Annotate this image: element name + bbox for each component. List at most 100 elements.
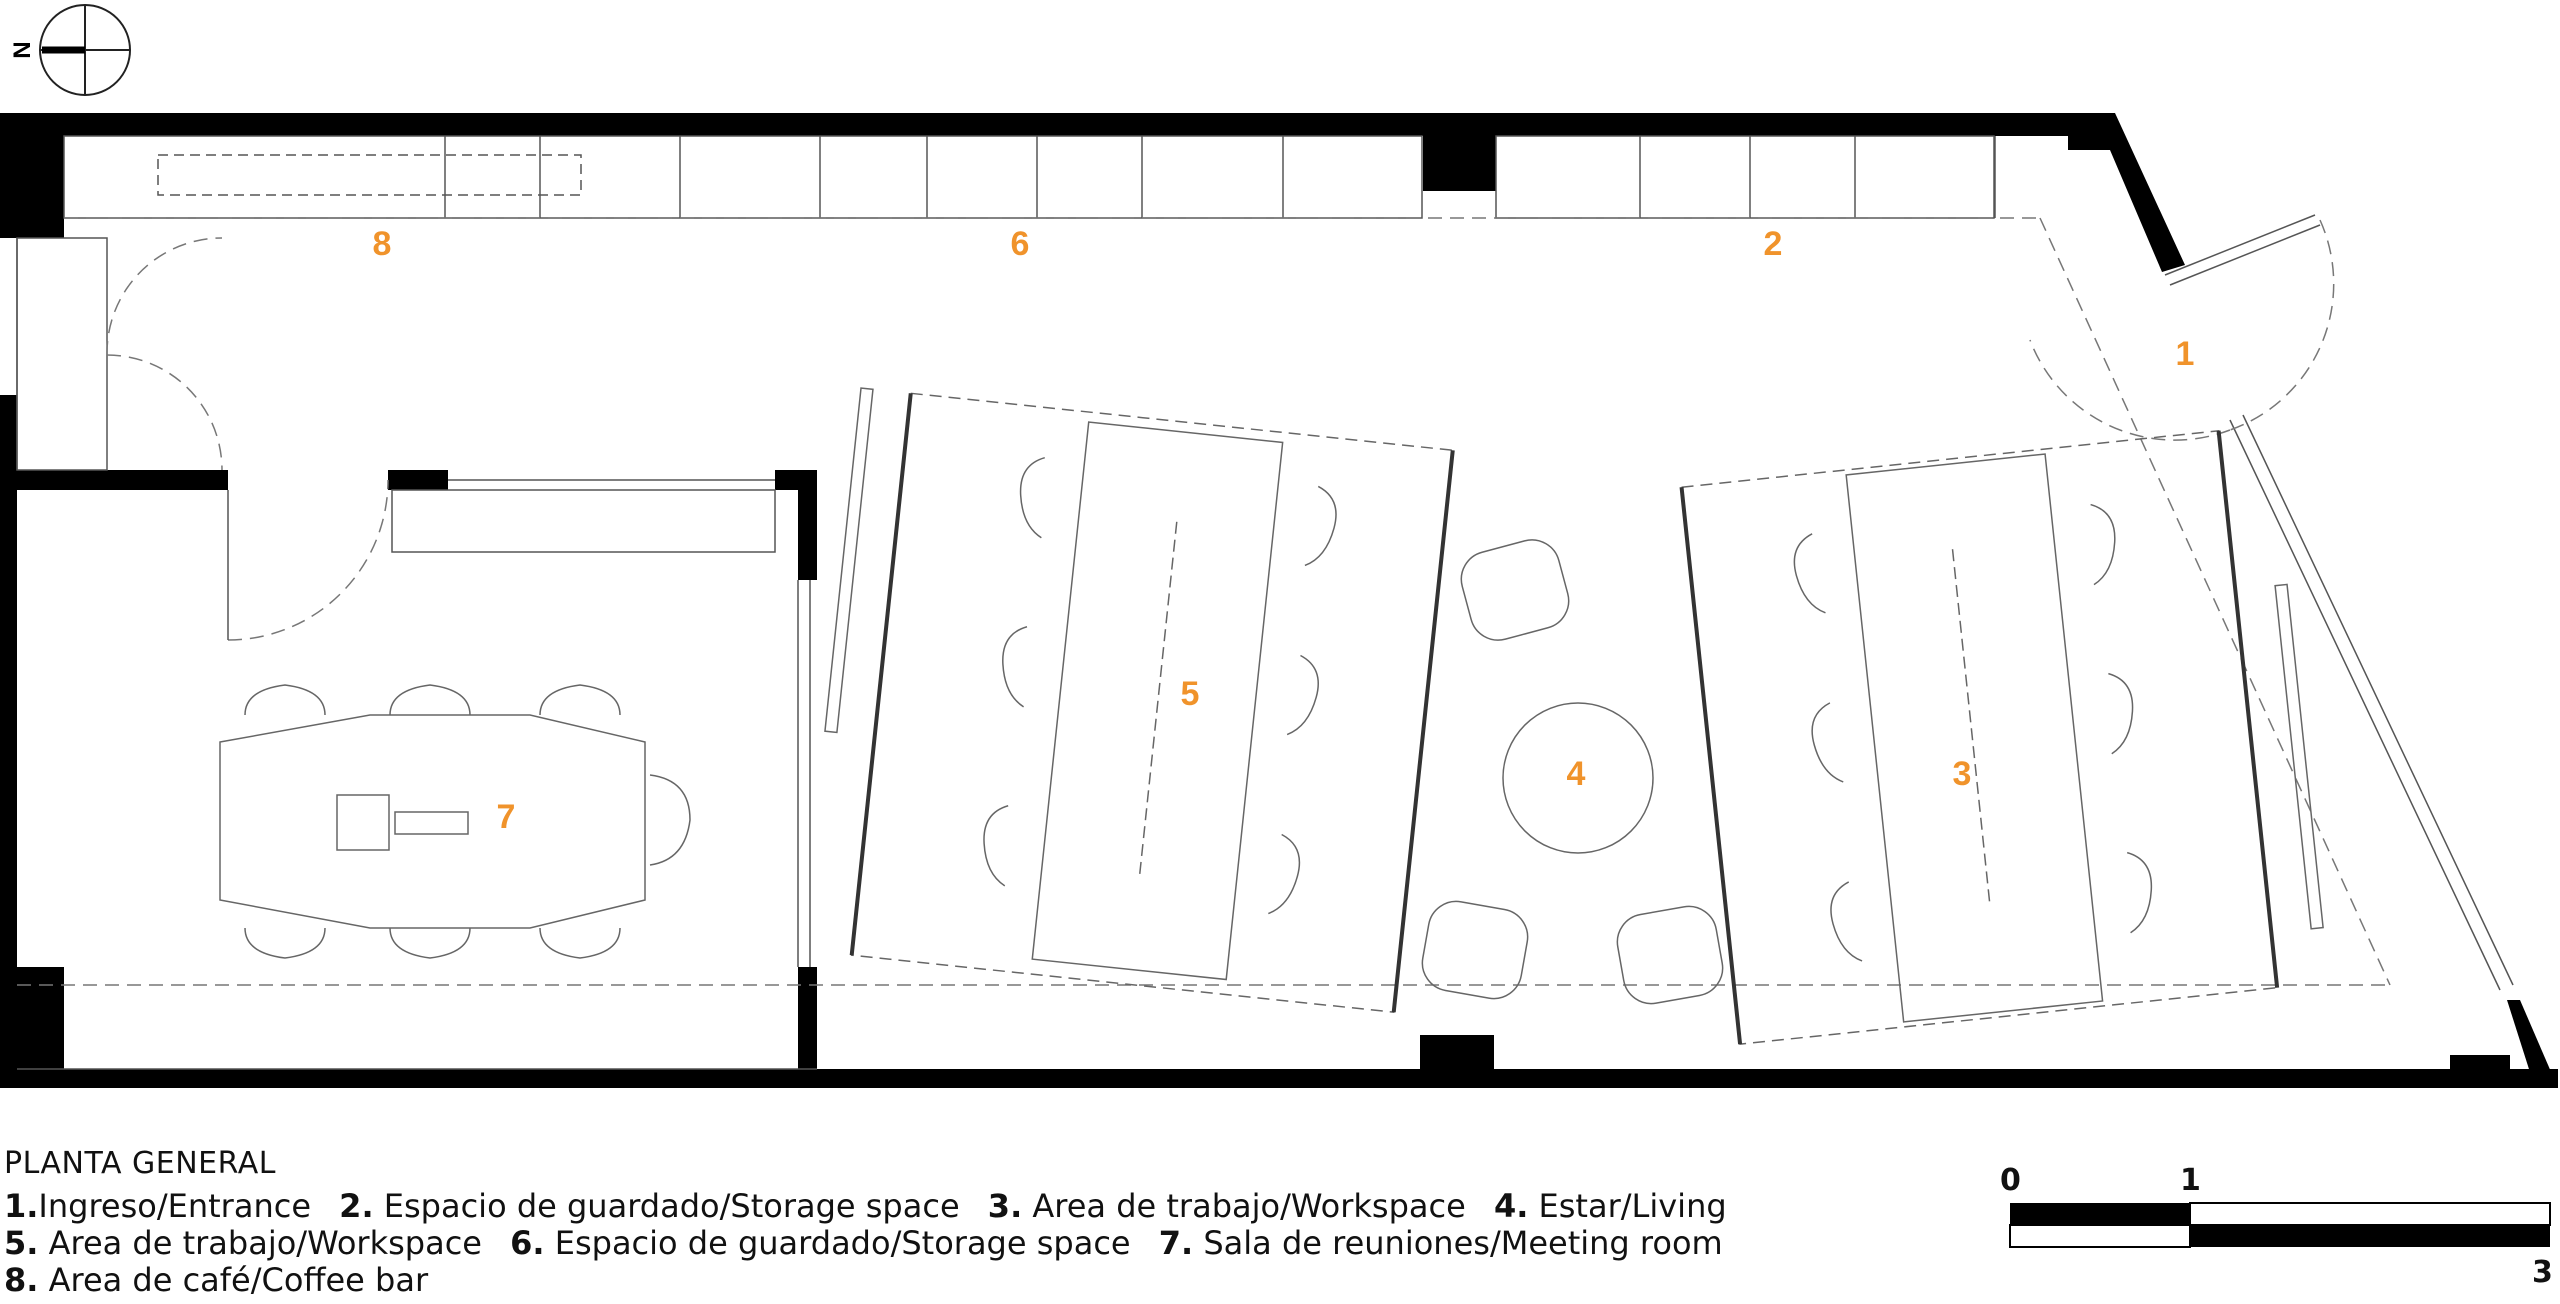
column-top: [1423, 113, 1496, 191]
armchair: [1460, 539, 1570, 641]
wall-room7-top-b: [388, 470, 448, 490]
entrance-door-swing2: [2029, 339, 2231, 441]
scale-label-zero: 0: [2000, 1163, 2021, 1198]
chair: [1793, 533, 1826, 614]
ws5-screen: [824, 387, 874, 734]
chair: [1304, 485, 1337, 567]
chair: [389, 927, 471, 959]
ws5-cable: [1138, 521, 1178, 875]
ws5-frame-right: [1391, 450, 1455, 1013]
chair: [1286, 654, 1319, 736]
chair: [1830, 881, 1863, 962]
chair: [1811, 702, 1844, 783]
wall-room7-right-b: [798, 967, 817, 1077]
room-label-4: 4: [1567, 755, 1586, 793]
living-area-4: [1421, 539, 1724, 1005]
entrance-door-swing: [2229, 219, 2335, 431]
workspace-5: [824, 387, 1455, 1014]
wall-bottom-right: [2507, 1000, 2558, 1088]
table-box-small: [394, 811, 469, 835]
chair: [244, 927, 326, 959]
ws3-desk: [1845, 453, 2104, 1023]
room-label-3: 3: [1953, 755, 1972, 793]
legend: PLANTA GENERAL 1.Ingreso/Entrance 2. Esp…: [4, 1145, 1745, 1299]
meeting-room-7: [219, 684, 691, 959]
room-label-2: 2: [1764, 225, 1783, 263]
legend-row: 5. Area de trabajo/Workspace 6. Espacio …: [4, 1225, 1745, 1262]
scale-seg-b-top: [2189, 1202, 2551, 1226]
room-label-7: 7: [497, 798, 516, 836]
wall-room7-top-a: [0, 470, 228, 490]
chair: [539, 684, 621, 716]
workspace-3: [1679, 429, 2324, 1045]
wall-top: [0, 113, 2115, 136]
legend-item: 6. Espacio de guardado/Storage space: [510, 1224, 1131, 1262]
room-numbers: 1 2 3 4 5 6 7 8: [373, 225, 2195, 836]
legend-item: 3. Area de trabajo/Workspace: [987, 1187, 1466, 1225]
chair: [389, 684, 471, 716]
chair: [2108, 672, 2134, 755]
chair: [983, 805, 1009, 887]
ws5-frame-left: [849, 393, 913, 956]
legend-item: 4. Estar/Living: [1493, 1187, 1727, 1225]
ws3-frame-left: [1679, 487, 1743, 1045]
storage-run-west: [63, 135, 1423, 219]
legend-item: 1.Ingreso/Entrance: [4, 1187, 311, 1225]
column-bottom: [1420, 1035, 1494, 1075]
wall-left-top: [0, 113, 64, 238]
ws3-screen: [2274, 583, 2324, 930]
chair: [244, 684, 326, 716]
entrance-door-leaf: [2164, 214, 2316, 276]
compass-north-label: N: [8, 41, 35, 58]
room7-cabinet: [391, 489, 776, 553]
armchair: [1421, 900, 1529, 1000]
room-label-5: 5: [1181, 675, 1200, 713]
ws3-frame-right: [2216, 430, 2280, 988]
fine-lines: [16, 135, 2514, 1070]
legend-item: 5. Area de trabajo/Workspace: [4, 1224, 482, 1262]
scale-label-one: 1: [2180, 1163, 2201, 1198]
wall-room7-right-a: [798, 470, 817, 580]
ws5-zone: [850, 392, 1454, 1014]
entrance-door-leaf2: [2169, 224, 2321, 286]
room-label-1: 1: [2176, 335, 2195, 373]
coffee-counter: [157, 154, 582, 196]
meeting-table: [219, 714, 646, 929]
storefront-glass-a: [2229, 419, 2501, 991]
chair: [539, 927, 621, 959]
chair: [2126, 851, 2153, 934]
chair: [1268, 833, 1301, 915]
chair: [649, 774, 691, 866]
wall-bottom: [0, 1069, 2558, 1088]
legend-title: PLANTA GENERAL: [4, 1146, 276, 1181]
legend-row: 8. Area de café/Coffee bar: [4, 1262, 1745, 1299]
legend-item: 8. Area de café/Coffee bar: [4, 1261, 429, 1299]
storefront-glass-b: [2242, 414, 2514, 986]
side-door-frame: [16, 237, 108, 471]
coffee-door-swing2: [106, 354, 223, 471]
column-left-bottom: [0, 967, 64, 1077]
north-compass: N: [8, 4, 131, 96]
scale-seg-a-bottom: [2009, 1224, 2191, 1248]
wall-left-bottom: [0, 455, 17, 1088]
coffee-door-swing: [106, 237, 223, 356]
legend-row: 1.Ingreso/Entrance 2. Espacio de guardad…: [4, 1188, 1745, 1225]
ws5-desk: [1031, 421, 1284, 981]
legend-item: 2. Espacio de guardado/Storage space: [339, 1187, 960, 1225]
legend-item: 7. Sala de reuniones/Meeting room: [1158, 1224, 1723, 1262]
chair: [1019, 456, 1045, 539]
chair: [2090, 503, 2116, 586]
armchair: [1616, 905, 1724, 1005]
wall-bottom-right-stub: [2450, 1055, 2510, 1075]
ceiling-line-diag: [2039, 217, 2391, 986]
wall-left-mid: [0, 395, 17, 455]
scale-bar: [2009, 1202, 2551, 1248]
room-label-6: 6: [1011, 225, 1030, 263]
coffee-table: [1502, 702, 1654, 854]
ws3-zone: [1680, 429, 2278, 1045]
wall-top-right: [2068, 113, 2185, 272]
room7-door-swing: [227, 479, 389, 641]
walls: [0, 113, 2558, 1088]
scale-seg-b-bottom: [2190, 1225, 2550, 1247]
